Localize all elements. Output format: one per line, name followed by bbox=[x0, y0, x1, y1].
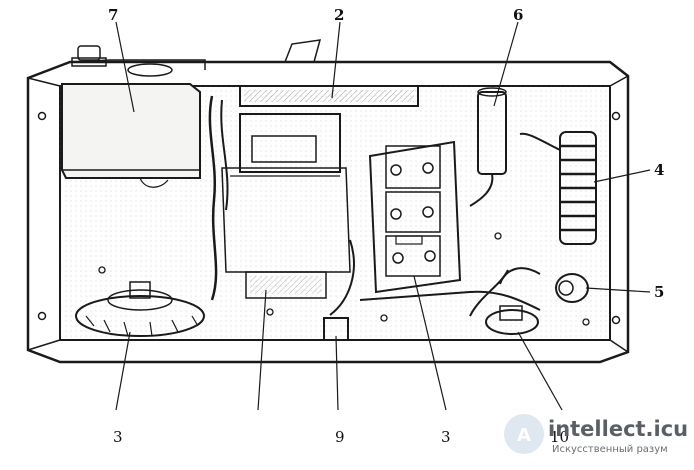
rotary-switch bbox=[75, 281, 205, 337]
leader-lines bbox=[115, 21, 651, 411]
bottom-labels: 3 9 3 10 bbox=[113, 428, 569, 446]
callout-labels: 7 2 6 4 5 bbox=[108, 6, 664, 301]
bottom-label-10: 10 bbox=[550, 428, 569, 446]
callout-7: 7 bbox=[108, 6, 118, 24]
watermark-title: intellect.icu bbox=[548, 417, 688, 441]
watermark: A intellect.icu Искусственный разум bbox=[504, 414, 688, 455]
top-knob bbox=[71, 45, 173, 77]
callout-2: 2 bbox=[334, 6, 344, 24]
bottom-label-3-right: 3 bbox=[441, 428, 451, 446]
bottom-label-9: 9 bbox=[335, 428, 345, 446]
svg-text:A: A bbox=[517, 425, 531, 446]
component-7-box bbox=[61, 83, 201, 188]
wiring-left bbox=[208, 95, 541, 316]
screws bbox=[98, 232, 590, 326]
terminal-board bbox=[368, 140, 462, 294]
component-6-cylinder bbox=[469, 87, 507, 207]
component-4-coil bbox=[519, 131, 597, 245]
callout-5: 5 bbox=[654, 283, 664, 301]
watermark-subtitle: Искусственный разум bbox=[552, 444, 668, 455]
watermark-logo-icon bbox=[504, 414, 544, 454]
bottom-label-3-left: 3 bbox=[113, 428, 123, 446]
transformer bbox=[221, 113, 351, 299]
callout-4: 4 bbox=[654, 161, 664, 179]
component-10-switch bbox=[469, 269, 539, 335]
component-2-bar bbox=[239, 85, 419, 107]
callout-6: 6 bbox=[513, 6, 523, 24]
